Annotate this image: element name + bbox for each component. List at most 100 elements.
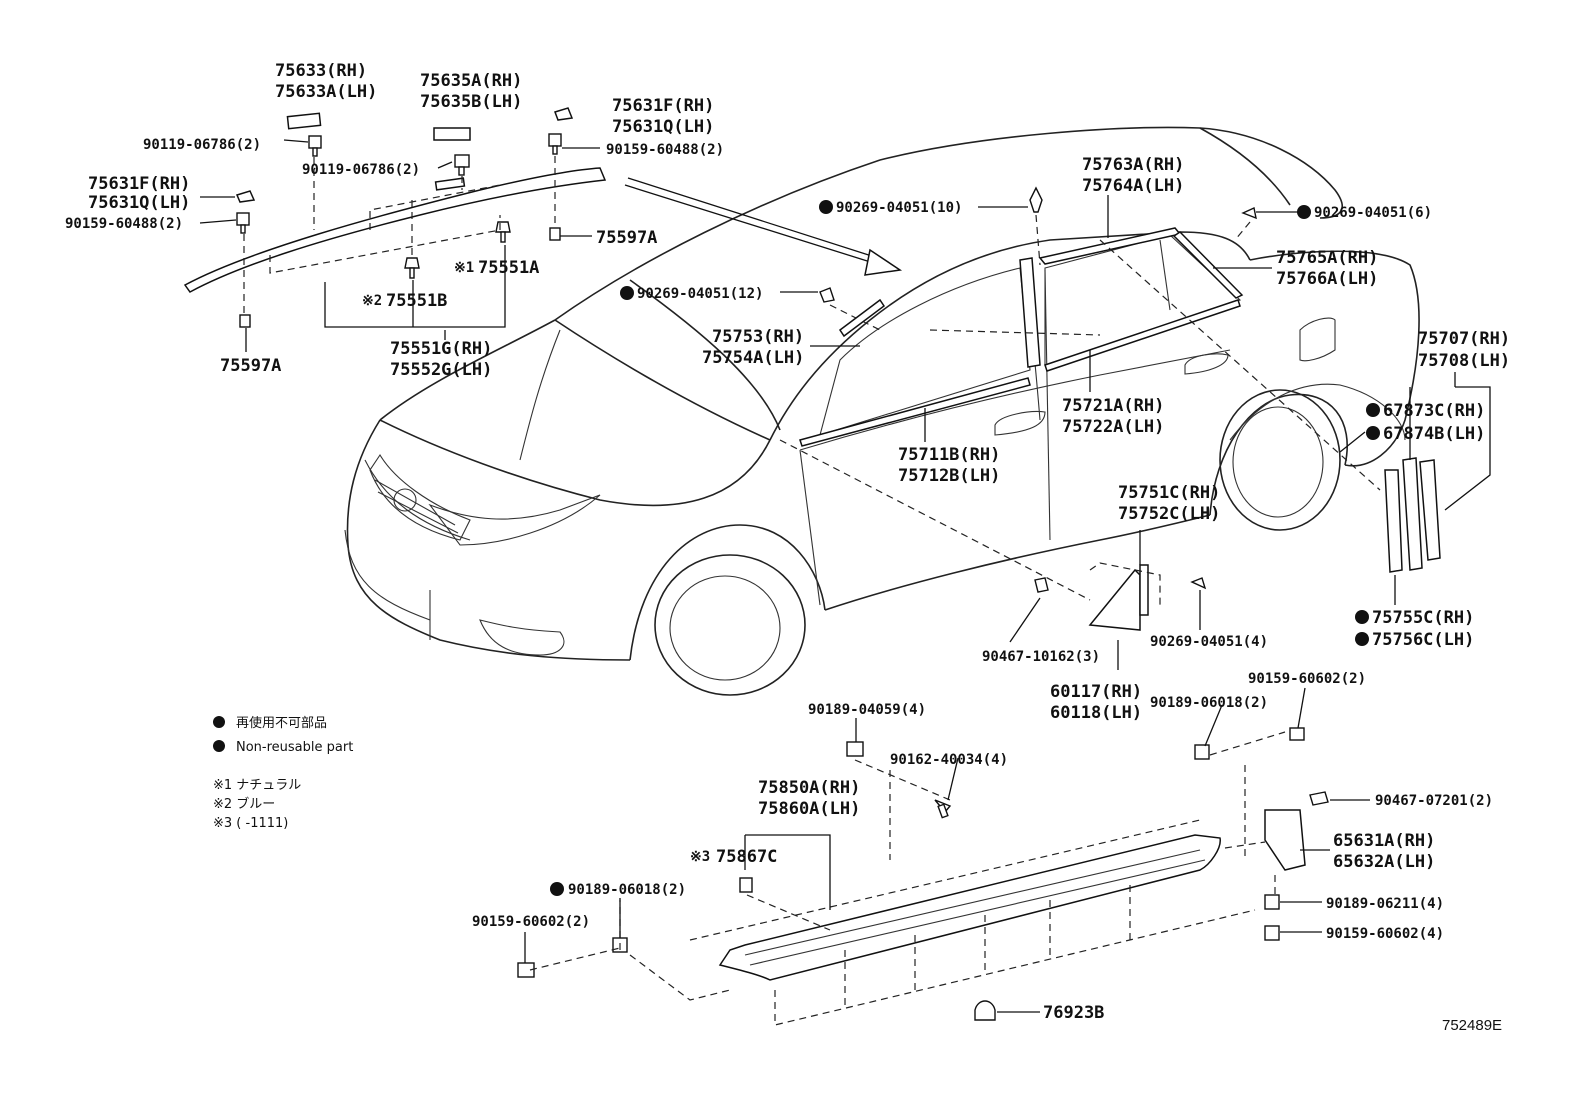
label-75867c: 75867C <box>716 847 777 867</box>
label-75755c-rh: 75755C(RH) <box>1372 608 1474 628</box>
label-90269-04051-10: 90269-04051(10) <box>836 200 962 216</box>
label-75752c-lh: 75752C(LH) <box>1118 504 1220 524</box>
svg-text:75755C(RH): 75755C(RH) <box>1372 608 1474 628</box>
label-90159-60488-top: 90159-60488(2) <box>606 142 724 158</box>
svg-text:65632A(LH): 65632A(LH) <box>1333 852 1435 872</box>
label-75711b-rh: 75711B(RH) <box>898 445 1000 465</box>
legend-note-3: ※3 ( -1111) <box>213 816 288 831</box>
label-90159-60488-left: 90159-60488(2) <box>65 216 183 232</box>
label-90269-04051-12: 90269-04051(12) <box>637 286 763 302</box>
svg-text:75860A(LH): 75860A(LH) <box>758 799 860 819</box>
svg-text:75708(LH): 75708(LH) <box>1418 351 1510 371</box>
label-60118-lh: 60118(LH) <box>1050 703 1142 723</box>
label-75551g-rh: 75551G(RH) <box>390 339 492 359</box>
svg-text:75756C(LH): 75756C(LH) <box>1372 630 1474 650</box>
svg-text:60118(LH): 60118(LH) <box>1050 703 1142 723</box>
label-75860a-lh: 75860A(LH) <box>758 799 860 819</box>
svg-text:75763A(RH): 75763A(RH) <box>1082 155 1184 175</box>
label-75763a-rh: 75763A(RH) <box>1082 155 1184 175</box>
svg-text:75635B(LH): 75635B(LH) <box>420 92 522 112</box>
guide-dash-lines <box>779 239 1381 601</box>
svg-text:75707(RH): 75707(RH) <box>1418 329 1510 349</box>
label-75708-lh: 75708(LH) <box>1418 351 1510 371</box>
rocker-panel-dash-lines <box>529 731 1286 1026</box>
label-90467-10162-3: 90467-10162(3) <box>982 649 1100 665</box>
label-90159-60602-top: 90159-60602(2) <box>1248 671 1366 687</box>
svg-text:75631F(RH): 75631F(RH) <box>88 174 190 194</box>
label-75552g-lh: 75552G(LH) <box>390 360 492 380</box>
label-90189-06018-right: 90189-06018(2) <box>1150 695 1268 711</box>
label-90159-60602-4: 90159-60602(4) <box>1326 926 1444 942</box>
svg-text:75722A(LH): 75722A(LH) <box>1062 417 1164 437</box>
svg-text:75711B(RH): 75711B(RH) <box>898 445 1000 465</box>
svg-text:75633A(LH): 75633A(LH) <box>275 82 377 102</box>
label-90269-04051-4: 90269-04051(4) <box>1150 634 1268 650</box>
label-90269-04051-6: 90269-04051(6) <box>1314 205 1432 221</box>
svg-text:75552G(LH): 75552G(LH) <box>390 360 492 380</box>
svg-text:75721A(RH): 75721A(RH) <box>1062 396 1164 416</box>
label-75633-rh: 75633(RH) <box>275 61 367 81</box>
car-body-outline <box>344 126 1420 696</box>
legend-note-2: ※2 ブルー <box>213 796 275 812</box>
part-labels: 75633(RH) 75633A(LH) 75635A(RH) 75635B(L… <box>65 61 1510 1023</box>
label-75631f-rh-left: 75631F(RH) <box>88 174 190 194</box>
label-75707-rh: 75707(RH) <box>1418 329 1510 349</box>
legend-non-reusable-jp: 再使用不可部品 <box>236 715 327 731</box>
label-75766a-lh: 75766A(LH) <box>1276 269 1378 289</box>
label-75753-rh: 75753(RH) <box>712 327 804 347</box>
svg-text:67873C(RH): 67873C(RH) <box>1383 401 1485 421</box>
svg-text:60117(RH): 60117(RH) <box>1050 682 1142 702</box>
body-mouldings <box>799 227 1244 447</box>
legend-non-reusable-en: Non-reusable part <box>236 740 353 755</box>
label-75551b-mark: ※2 <box>362 293 382 309</box>
label-90467-07201: 90467-07201(2) <box>1375 793 1493 809</box>
label-75721a-rh: 75721A(RH) <box>1062 396 1164 416</box>
label-75754a-lh: 75754A(LH) <box>702 348 804 368</box>
label-75867c-mark: ※3 <box>690 849 710 865</box>
label-90189-06018-left: 90189-06018(2) <box>568 882 686 898</box>
label-75631q-lh-top: 75631Q(LH) <box>612 117 714 137</box>
label-67874b-lh: 67874B(LH) <box>1383 424 1485 444</box>
label-75765a-rh: 75765A(RH) <box>1276 248 1378 268</box>
label-75631q-lh-left: 75631Q(LH) <box>88 193 190 213</box>
svg-text:75633(RH): 75633(RH) <box>275 61 367 81</box>
label-75551b: 75551B <box>386 291 447 311</box>
svg-text:75712B(LH): 75712B(LH) <box>898 466 1000 486</box>
label-65631a-rh: 65631A(RH) <box>1333 831 1435 851</box>
svg-text:67874B(LH): 67874B(LH) <box>1383 424 1485 444</box>
label-90189-04059: 90189-04059(4) <box>808 702 926 718</box>
label-75712b-lh: 75712B(LH) <box>898 466 1000 486</box>
svg-text:75635A(RH): 75635A(RH) <box>420 71 522 91</box>
svg-text:65631A(RH): 65631A(RH) <box>1333 831 1435 851</box>
svg-text:75631Q(LH): 75631Q(LH) <box>88 193 190 213</box>
label-75551a-mark: ※1 <box>454 260 474 276</box>
direction-arrow <box>624 177 903 276</box>
label-leader-lines <box>199 139 1370 1013</box>
figure-number: 752489E <box>1442 1017 1502 1034</box>
label-75635b-lh: 75635B(LH) <box>420 92 522 112</box>
svg-text:75752C(LH): 75752C(LH) <box>1118 504 1220 524</box>
legend-note-1: ※1 ナチュラル <box>213 778 301 793</box>
label-76923b: 76923B <box>1043 1003 1104 1023</box>
label-75551a: 75551A <box>478 258 539 278</box>
label-75756c-lh: 75756C(LH) <box>1372 630 1474 650</box>
svg-text:75766A(LH): 75766A(LH) <box>1276 269 1378 289</box>
label-90119-06786-b: 90119-06786(2) <box>302 162 420 178</box>
svg-text:75631F(RH): 75631F(RH) <box>612 96 714 116</box>
roof-rail-assembly <box>183 107 607 328</box>
label-75635a-rh: 75635A(RH) <box>420 71 522 91</box>
label-90162-40034: 90162-40034(4) <box>890 752 1008 768</box>
label-75850a-rh: 75850A(RH) <box>758 778 860 798</box>
label-90119-06786-a: 90119-06786(2) <box>143 137 261 153</box>
svg-text:75765A(RH): 75765A(RH) <box>1276 248 1378 268</box>
svg-text:75754A(LH): 75754A(LH) <box>702 348 804 368</box>
body-clips <box>819 186 1257 331</box>
roof-rail-dash-lines <box>243 156 556 352</box>
rocker-panel-assembly <box>517 727 1329 1021</box>
label-75722a-lh: 75722A(LH) <box>1062 417 1164 437</box>
svg-text:75764A(LH): 75764A(LH) <box>1082 176 1184 196</box>
non-reusable-markers <box>213 200 1380 896</box>
svg-text:75551G(RH): 75551G(RH) <box>390 339 492 359</box>
door-triangle-moulding <box>1034 530 1207 670</box>
